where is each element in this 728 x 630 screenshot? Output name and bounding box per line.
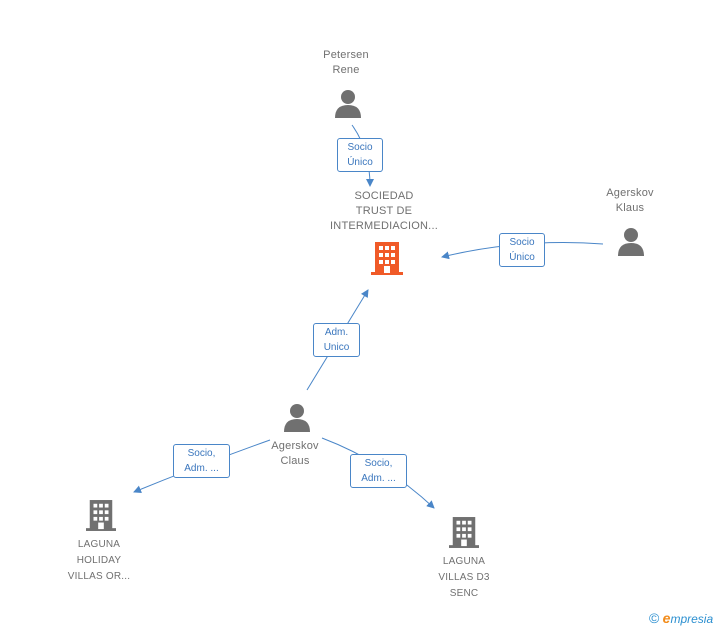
edge-label-claus-d3[interactable]: Socio, Adm. ... (350, 454, 407, 488)
person-icon[interactable] (283, 403, 311, 433)
edge-label-claus-holiday[interactable]: Socio, Adm. ... (173, 444, 230, 478)
node-agerskov-klaus-label: Agerskov Klaus (606, 187, 654, 214)
brand-name: mpresia (670, 612, 714, 626)
copyright-symbol: © (649, 610, 660, 626)
edge-label-claus-sociedad[interactable]: Adm. Unico (313, 323, 360, 357)
node-laguna-d3-label: LAGUNA VILLAS D3 SENC (438, 556, 490, 599)
node-petersen-label: Petersen Rene (323, 49, 369, 76)
node-sociedad-label: SOCIEDAD TRUST DE INTERMEDIACION... (330, 190, 438, 232)
edge-label-klaus-sociedad[interactable]: Socio Único (499, 233, 545, 267)
person-icon[interactable] (617, 227, 645, 257)
building-icon[interactable] (86, 499, 116, 532)
building-icon[interactable] (449, 516, 479, 549)
empresia-watermark: © empresia (649, 610, 713, 626)
node-laguna-holiday-label: LAGUNA HOLIDAY VILLAS OR... (67, 539, 131, 582)
person-icon[interactable] (334, 89, 362, 119)
building-icon[interactable] (371, 242, 403, 275)
edge-label-petersen-sociedad[interactable]: Socio Único (337, 138, 383, 172)
brand-initial: e (662, 610, 671, 626)
node-agerskov-claus-label: Agerskov Claus (271, 440, 319, 467)
